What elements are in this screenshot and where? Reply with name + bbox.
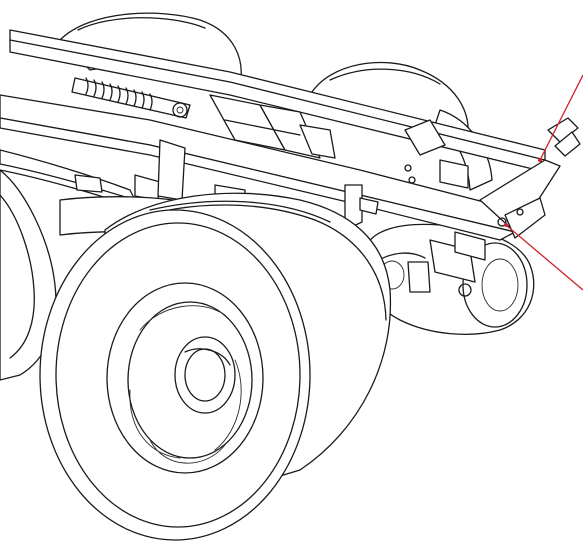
callout-leader-lines (504, 74, 583, 291)
wheel-hub (174, 336, 236, 414)
rear-right-dual-wheel (363, 223, 535, 335)
rear-light-boxes (404, 117, 581, 297)
near-left-partial-wheel (0, 169, 57, 381)
coil-spring-damper (71, 77, 191, 119)
cross-members (209, 94, 336, 159)
frame-rail-near (0, 94, 516, 241)
frame-bracket (344, 184, 379, 231)
rear-crossmember (479, 159, 561, 239)
